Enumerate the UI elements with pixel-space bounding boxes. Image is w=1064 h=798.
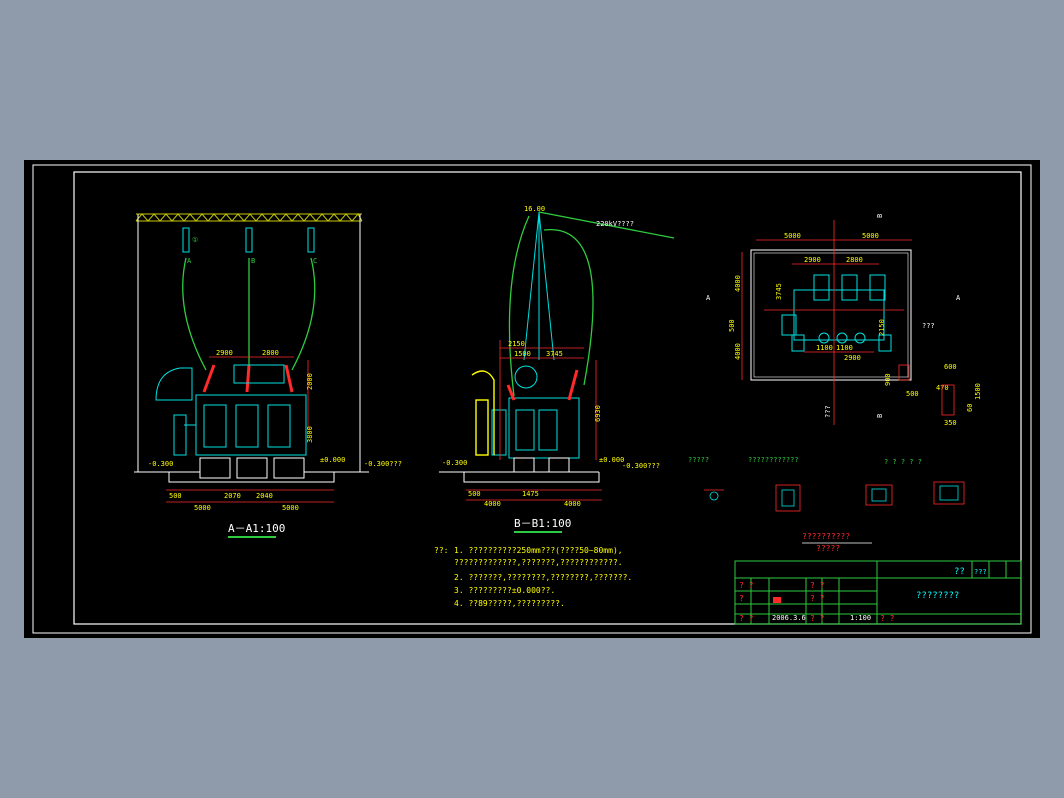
aa-dim-side-2: 3800 xyxy=(306,426,314,443)
tb-cell-6: ? ? xyxy=(810,614,825,623)
section-aa-drawing: A B C ① 2900 2800 2000 3800 500 2070 204… xyxy=(134,213,402,538)
bb-dim-top-1: 2150 xyxy=(508,340,525,348)
tb-cell-5: ? ? xyxy=(810,594,825,603)
bb-dim-side: 6930 xyxy=(594,405,602,422)
notes: ??: 1. ??????????250mm???(????50~80mm), … xyxy=(434,546,632,608)
tb-cell-1: ? ? xyxy=(739,581,754,590)
drawing-sheet: A B C ① 2900 2800 2000 3800 500 2070 204… xyxy=(24,160,1040,638)
plan-mark-a-right: A xyxy=(956,294,961,302)
inner-frame xyxy=(73,171,1022,625)
tb-stage-label: ??? xyxy=(974,568,987,576)
aa-dim-bot2-2: 5000 xyxy=(282,504,299,512)
plan-detail-dim-1: 600 xyxy=(944,363,957,371)
bb-level-left: -0.300 xyxy=(442,459,467,467)
bb-top-level: 16.00 xyxy=(524,205,545,213)
tb-date: 2006.3.6 xyxy=(772,614,806,622)
plan-dim-outer-2: 5000 xyxy=(862,232,879,240)
bb-dim-bot2-1: 4000 xyxy=(484,500,501,508)
plan-mark-a-left: A xyxy=(706,294,711,302)
aa-level-right: -0.300??? xyxy=(364,460,402,468)
phase-a-label: A xyxy=(187,257,192,265)
note-item-1b: ?????????????,???????,????????????. xyxy=(454,558,623,567)
plan-dim-corner-1: 900 xyxy=(884,373,892,386)
bb-dim-bot2-2: 4000 xyxy=(564,500,581,508)
plan-detail-dim-4: 60 xyxy=(966,404,974,412)
detail-views: ????? ???????????? ? ? ? ? ? ?????????? … xyxy=(688,456,965,553)
plan-dim-mid-1: 3745 xyxy=(775,283,783,300)
bb-dim-top-2: 1500 xyxy=(514,350,531,358)
note-item-1: 1. ??????????250mm???(????50~80mm), xyxy=(454,546,623,555)
detail-heading-1: ????? xyxy=(688,456,709,464)
plan-dim-outer-1: 5000 xyxy=(784,232,801,240)
aa-dim-top-2: 2800 xyxy=(262,349,279,357)
plan-detail-dim-3: 350 xyxy=(944,419,957,427)
note-item-2: 2. ???????,????????,????????,???????. xyxy=(454,573,632,582)
plan-dim-mid-3: 1100 xyxy=(836,344,853,352)
section-bb-title: B－B1:100 xyxy=(514,517,571,530)
plan-dim-inner-1: 2900 xyxy=(804,256,821,264)
plan-dim-left-2: 500 xyxy=(728,319,736,332)
phase-c-label: C xyxy=(313,257,317,265)
plan-dim-left-1: 4000 xyxy=(734,275,742,292)
plan-dim-inner-2: 2800 xyxy=(846,256,863,264)
aa-level-left: -0.300 xyxy=(148,460,173,468)
detail-heading-3: ? ? ? ? ? xyxy=(884,458,922,466)
aa-dim-bot-3: 2040 xyxy=(256,492,273,500)
aa-dim-top-1: 2900 xyxy=(216,349,233,357)
plan-view: A A B B 5000 5000 2900 2800 4000 500 400… xyxy=(706,214,982,427)
plan-dim-corner-2: 500 xyxy=(906,390,919,398)
tb-cell-4: ? ? xyxy=(810,581,825,590)
section-bb-drawing: 16.00 220kV???? 2150 1500 3745 6930 500 … xyxy=(439,205,675,533)
plan-dim-mid-2: 1100 xyxy=(816,344,833,352)
plan-detail-dim-5: 1500 xyxy=(974,383,982,400)
section-aa-title: A－A1:100 xyxy=(228,522,285,535)
plan-dim-mid-4: 2900 xyxy=(844,354,861,362)
phase-b-label: B xyxy=(251,257,255,265)
note-item-4: 4. ??89?????,?????????. xyxy=(454,599,565,608)
tb-cell-2: ? xyxy=(739,594,744,603)
tb-cell-3: ? ? xyxy=(739,614,754,623)
callout-1: ① xyxy=(192,236,198,244)
bb-dim-bot-1: 500 xyxy=(468,490,481,498)
tb-drawing-title: ???????? xyxy=(916,591,959,601)
aa-dim-bot-2: 2070 xyxy=(224,492,241,500)
outer-frame xyxy=(32,164,1032,634)
notes-label: ??: xyxy=(434,546,448,555)
bb-line-label: 220kV???? xyxy=(596,220,634,228)
plan-dim-right: 2150 xyxy=(878,319,886,336)
detail-heading-2: ???????????? xyxy=(748,456,799,464)
detail-caption-1: ?????????? xyxy=(802,532,850,541)
aa-dim-bot2-1: 5000 xyxy=(194,504,211,512)
tb-scale: 1:100 xyxy=(850,614,871,622)
aa-dim-bot-1: 500 xyxy=(169,492,182,500)
bb-dim-bot-2: 1475 xyxy=(522,490,539,498)
bb-level-mid: ±0.000 xyxy=(599,456,624,464)
plan-mark-b-bottom: B xyxy=(876,414,884,418)
cad-drawing: A B C ① 2900 2800 2000 3800 500 2070 204… xyxy=(32,164,1032,634)
detail-caption-2: ????? xyxy=(816,544,840,553)
plan-mark-b-top: B xyxy=(876,214,884,218)
plan-label-right: ??? xyxy=(922,322,935,330)
note-item-3: 3. ?????????±0.000??. xyxy=(454,586,555,595)
aa-level-mid: ±0.000 xyxy=(320,456,345,464)
bb-level-right: -0.300??? xyxy=(622,462,660,470)
tb-project-label: ?? xyxy=(954,567,965,577)
plan-dim-left-3: 4000 xyxy=(734,343,742,360)
bb-dim-top-3: 3745 xyxy=(546,350,563,358)
title-block: ? ? ? ? ? ? ? ? ? ? ? ? ? ?? ??? ???????… xyxy=(734,560,1022,625)
plan-label-bottom: ??? xyxy=(824,405,832,418)
tb-cell-7: ? ? xyxy=(880,614,895,623)
aa-dim-side-1: 2000 xyxy=(306,373,314,390)
